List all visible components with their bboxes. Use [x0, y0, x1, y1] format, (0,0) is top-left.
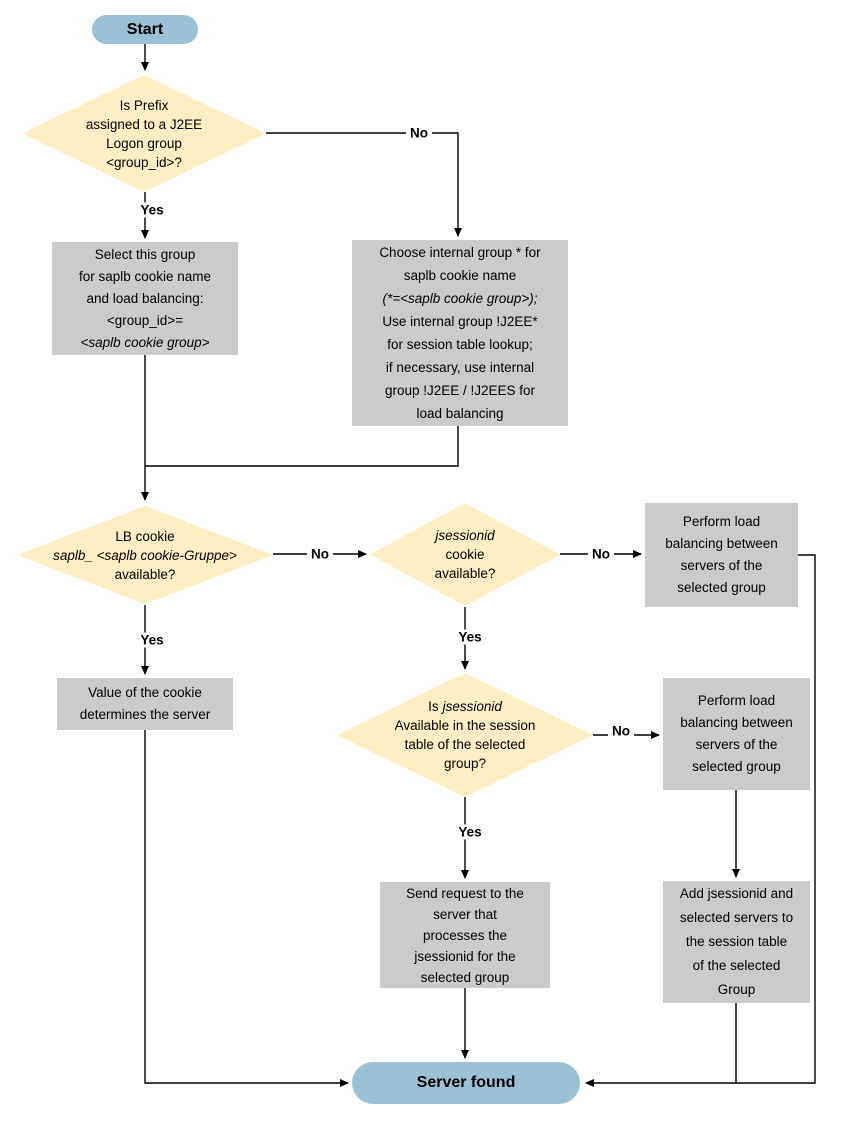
- text-line: group !J2EE / !J2EES for: [384, 383, 536, 398]
- process-choose-internal-group: Choose internal group * for saplb cookie…: [352, 240, 568, 426]
- text-line: and load balancing:: [86, 290, 204, 306]
- text-line: available?: [114, 566, 176, 582]
- text-line: for session table lookup;: [387, 337, 533, 352]
- text-line: Send request to the: [406, 885, 524, 901]
- end-label: Server found: [416, 1074, 516, 1091]
- text-line: selected servers to: [679, 910, 794, 925]
- process-cookie-value-determines-server: Value of the cookie determines the serve…: [57, 678, 233, 730]
- text-line: of the selected: [692, 958, 781, 973]
- text-line-italic: jsessionid: [442, 699, 502, 714]
- edge-label-yes-jsessionid-cookie: Yes: [454, 629, 486, 645]
- process-load-balance-1: Perform load balancing between servers o…: [645, 503, 798, 607]
- process-load-balance-2: Perform load balancing between servers o…: [663, 678, 810, 790]
- text-line: <saplb cookie group>: [80, 334, 210, 350]
- edge-label-yes-lb-cookie: Yes: [136, 632, 168, 648]
- text-line: available?: [434, 566, 496, 581]
- text-line: Perform load: [697, 693, 776, 708]
- edge-label-no-prefix: No: [406, 125, 432, 141]
- text-line: balancing between: [665, 536, 778, 551]
- text-line: group?: [443, 756, 487, 771]
- text-line: Add jsessionid and: [679, 886, 794, 901]
- edge-label-no-session-table: No: [608, 723, 634, 739]
- edge-load-balance-1-to-end: [585, 554, 816, 1087]
- text-line: balancing between: [680, 715, 793, 730]
- edge-label-yes-prefix: Yes: [136, 202, 168, 218]
- process-select-group: Select this group for saplb cookie name …: [52, 242, 238, 355]
- process-add-jsessionid: Add jsessionid and selected servers to t…: [663, 881, 810, 1003]
- text-line: selected group: [420, 969, 510, 985]
- edge-label-no-jsessionid-cookie: No: [588, 546, 614, 562]
- text-line: Group: [717, 982, 756, 997]
- text-line: load balancing: [416, 406, 504, 421]
- text-line: saplb cookie name: [403, 268, 517, 283]
- text-line: selected group: [677, 580, 766, 595]
- text-line-prefix: Is: [428, 699, 439, 714]
- end-node-server-found: Server found: [352, 1062, 580, 1104]
- edge-cookie-value-to-end: [144, 730, 349, 1087]
- edge-label-no-lb-cookie: No: [307, 546, 333, 562]
- text-line: servers of the: [680, 558, 763, 573]
- text-line: LB cookie: [115, 528, 175, 544]
- text-line: selected group: [692, 759, 781, 774]
- edge-prefix-no-to-choose-internal: [266, 132, 462, 237]
- text-line: the session table: [685, 934, 788, 949]
- text-line: table of the selected: [404, 737, 526, 752]
- text-line: processes the: [422, 927, 508, 943]
- text-line: if necessary, use internal: [385, 360, 535, 375]
- text-line: Choose internal group * for: [379, 245, 541, 260]
- text-line: Perform load: [682, 514, 761, 529]
- text-line: (*=<saplb cookie group>);: [382, 291, 538, 306]
- text-line: Select this group: [94, 246, 196, 262]
- text-line: Use internal group !J2EE*: [382, 314, 538, 329]
- text-line: server that: [433, 906, 497, 922]
- text-line: cookie: [445, 547, 485, 562]
- start-label: Start: [126, 20, 164, 38]
- edge-choose-internal-merge: [145, 426, 459, 467]
- text-line: jsessionid: [435, 528, 495, 543]
- text-line: Available in the session: [394, 718, 536, 733]
- text-line: servers of the: [695, 737, 778, 752]
- text-line: Value of the cookie: [88, 685, 202, 700]
- text-line: <group_id>=: [106, 312, 184, 328]
- text-line: assigned to a J2EE: [85, 116, 203, 132]
- process-send-request: Send request to the server that processe…: [380, 882, 550, 988]
- text-line: Is Prefix: [119, 97, 169, 113]
- text-line: for saplb cookie name: [78, 268, 212, 284]
- edge-label-yes-session-table: Yes: [454, 824, 486, 840]
- text-line: saplb_ <saplb cookie-Gruppe>: [53, 547, 237, 563]
- text-line: jsessionid for the: [414, 948, 516, 964]
- text-line: determines the server: [79, 707, 211, 722]
- text-line: <group_id>?: [106, 154, 182, 170]
- start-node: Start: [92, 15, 198, 44]
- text-line: Logon group: [106, 135, 182, 151]
